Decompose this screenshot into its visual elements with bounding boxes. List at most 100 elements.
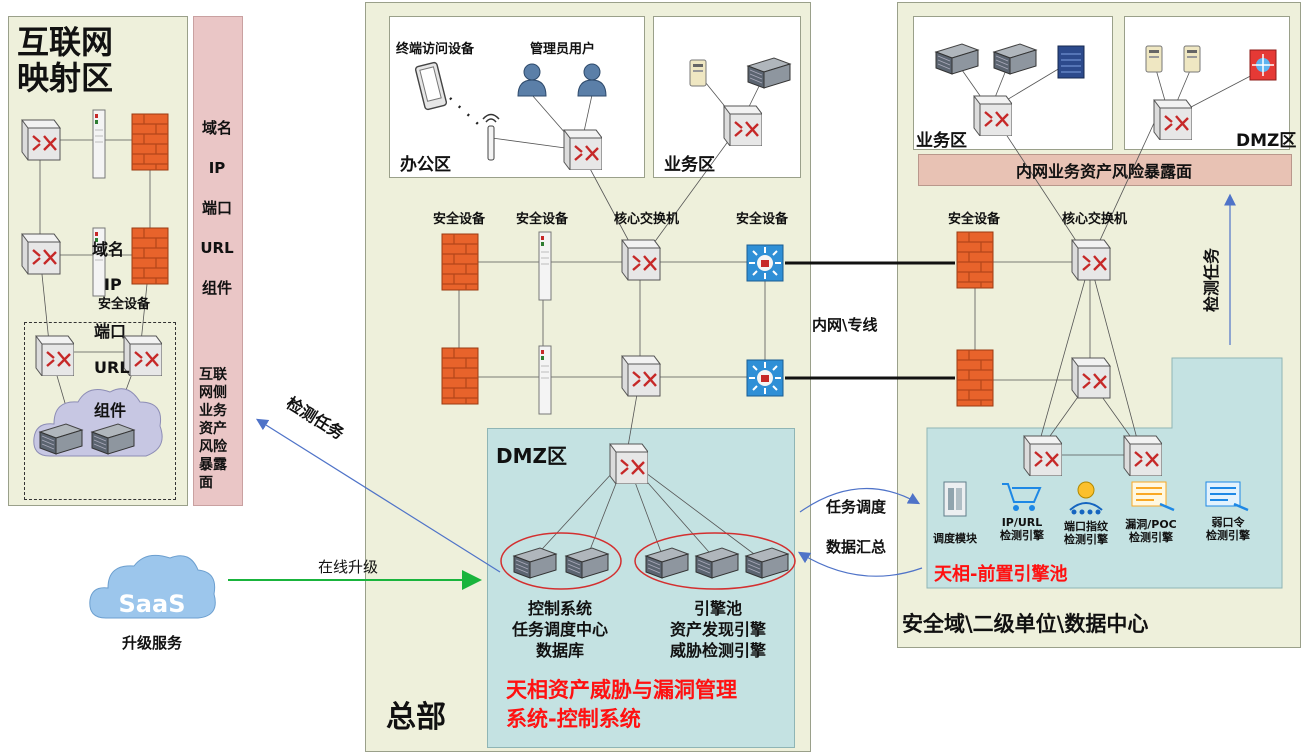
- user-icon: [517, 63, 547, 97]
- firewall-icon: [441, 347, 479, 405]
- wifi-ap-icon: [482, 113, 500, 161]
- right-core-switch-label: 核心交换机: [1062, 212, 1128, 227]
- engine-line: 引擎池: [693, 599, 742, 618]
- title-line-2: 映射区: [17, 59, 114, 97]
- module-line: 检测引擎: [1000, 529, 1044, 542]
- module-line: 检测引擎: [1206, 529, 1250, 542]
- left-port-label: 端口: [94, 322, 127, 341]
- server-icon: [745, 547, 789, 579]
- server-icon: [39, 423, 83, 455]
- office-admin-label: 管理员用户: [530, 42, 596, 57]
- module-line: 调度模块: [933, 532, 977, 545]
- tablet-icon: [414, 61, 448, 111]
- pink-column-items: 域名 IP 端口 URL 组件: [193, 108, 241, 308]
- detect-task-right-label: 检测任务: [1202, 247, 1222, 313]
- pink-item: 组件: [201, 279, 232, 297]
- hq-business-zone-label: 业务区: [664, 155, 715, 175]
- router-icon: [1152, 98, 1192, 140]
- tower-server-icon: [538, 231, 552, 301]
- firewall-icon: [956, 349, 994, 407]
- pink-item: 域名: [201, 119, 232, 137]
- server-icon: [695, 547, 739, 579]
- module-vuln-poc-label: 漏洞/POC 检测引擎: [1116, 518, 1186, 544]
- firewall-switch-icon: [1249, 49, 1277, 81]
- server-icon: [565, 547, 609, 579]
- port-fingerprint-engine-icon: [1069, 481, 1103, 515]
- security-device-label-1: 安全设备: [433, 212, 486, 227]
- router-icon: [1022, 434, 1062, 476]
- control-system-ellipse: [500, 532, 622, 590]
- component-dashed-box: [24, 322, 176, 500]
- router-icon: [34, 334, 74, 376]
- control-system-text: 控制系统 任务调度中心 数据库: [494, 598, 626, 661]
- hq-system-title: 天相资产威胁与漏洞管理 系统-控制系统: [506, 676, 737, 734]
- security-device-label-2: 安全设备: [516, 212, 569, 227]
- module-line: 弱口令: [1211, 516, 1245, 529]
- firewall-icon: [131, 113, 169, 171]
- security-device-label-3: 安全设备: [736, 212, 789, 227]
- server-icon: [993, 43, 1037, 75]
- module-scheduler-label: 调度模块: [924, 532, 986, 545]
- module-line: IP/URL: [1001, 516, 1043, 529]
- router-icon: [722, 104, 762, 146]
- left-domain-label: 域名: [92, 240, 125, 259]
- pink-item: 端口: [201, 199, 232, 217]
- internet-zone-title: 互联网 映射区: [17, 24, 113, 96]
- engine-line: 资产发现引擎: [669, 620, 766, 639]
- control-line: 数据库: [535, 641, 584, 660]
- module-line: 检测引擎: [1129, 531, 1173, 544]
- server-icon: [645, 547, 689, 579]
- weak-password-engine-icon: [1205, 481, 1249, 512]
- server-icon: [513, 547, 557, 579]
- core-switch-icon: [620, 238, 662, 282]
- storage-icon: [1057, 45, 1085, 79]
- module-line: 端口指纹: [1064, 520, 1108, 533]
- tower-server-icon: [92, 109, 106, 179]
- ips-icon: [746, 244, 784, 282]
- server-icon: [747, 57, 791, 89]
- task-dispatch-label: 任务调度: [826, 498, 887, 516]
- exposure-bar: [918, 154, 1292, 186]
- saas-badge: SaaS: [118, 590, 186, 618]
- core-switch-icon: [1070, 356, 1112, 400]
- engine-pool-title: 天相-前置引擎池: [934, 564, 1068, 585]
- control-line: 控制系统: [527, 599, 592, 618]
- firewall-icon: [956, 231, 994, 289]
- core-switch-icon: [620, 354, 662, 398]
- right-business-zone: [913, 16, 1113, 150]
- exposure-bar-label: 内网业务资产风险暴露面: [1015, 162, 1192, 181]
- pink-bottom-line: 资产: [199, 421, 227, 437]
- pc-icon: [689, 59, 707, 87]
- pink-bottom-line: 暴露: [199, 457, 227, 473]
- module-line: 检测引擎: [1064, 533, 1108, 546]
- module-line: 漏洞/POC: [1125, 518, 1177, 531]
- user-icon: [577, 63, 607, 97]
- tower-server-icon: [538, 345, 552, 415]
- data-summary-label: 数据汇总: [826, 538, 887, 556]
- pink-item: URL: [200, 239, 234, 257]
- hq-system-title-line-1: 天相资产威胁与漏洞管理: [506, 678, 737, 702]
- hq-business-zone: [653, 16, 801, 178]
- online-upgrade-label: 在线升级: [318, 558, 379, 576]
- left-security-label: 安全设备: [98, 297, 151, 312]
- hq-dmz-title: DMZ区: [496, 444, 568, 468]
- pink-column-bottom-text: 互联 网侧 业务 资产 风险 暴露 面: [199, 366, 227, 492]
- core-switch-label: 核心交换机: [614, 212, 680, 227]
- pink-bottom-line: 面: [199, 475, 213, 491]
- core-switch-icon: [1070, 238, 1112, 282]
- saas-cloud-icon: [89, 554, 216, 619]
- control-line: 任务调度中心: [511, 620, 608, 639]
- vuln-poc-engine-icon: [1131, 481, 1175, 512]
- server-icon: [91, 423, 135, 455]
- router-icon: [562, 128, 602, 170]
- router-icon: [972, 94, 1012, 136]
- firewall-icon: [441, 233, 479, 291]
- right-dmz-zone-label: DMZ区: [1236, 131, 1297, 151]
- pc-icon: [1183, 45, 1201, 73]
- module-weak-password-label: 弱口令 检测引擎: [1196, 516, 1260, 542]
- router-icon: [1122, 434, 1162, 476]
- module-ip-url-label: IP/URL 检测引擎: [990, 516, 1054, 542]
- pink-bottom-line: 互联: [199, 367, 227, 383]
- pink-item: IP: [208, 159, 226, 177]
